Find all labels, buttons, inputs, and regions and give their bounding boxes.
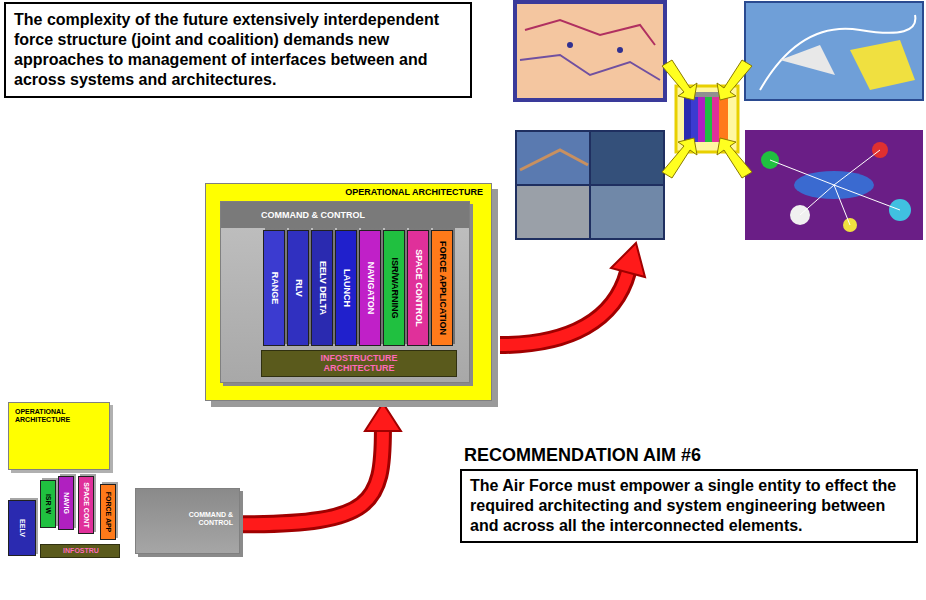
arrow-shaft	[242, 429, 383, 524]
slab-label: SPACE CONT	[82, 482, 90, 527]
network-image	[745, 130, 923, 240]
mission-slab: ISR W	[40, 480, 56, 528]
pointer-arrows	[662, 60, 752, 178]
slab-label: EELV	[18, 519, 26, 537]
flow-arrow	[242, 403, 401, 524]
statement-box: The complexity of the future extensively…	[4, 2, 472, 98]
map-image	[515, 2, 665, 100]
slab-label: ISR/WARNING	[389, 257, 399, 318]
recommendation-heading: RECOMMENDATION AIM #6	[460, 444, 918, 469]
recommendation-text: The Air Force must empower a single enti…	[460, 469, 918, 543]
infostructure-label: INFOSTRU	[43, 547, 119, 555]
box-title: COMMAND & CONTROL	[181, 511, 233, 527]
mission-slab: NAVIG	[58, 476, 74, 530]
mission-slab: EELV	[8, 500, 36, 556]
slab-label: FORCE APPLICATION	[437, 241, 447, 335]
box-title: COMMAND & CONTROL	[261, 210, 365, 220]
command-control-box: COMMAND & CONTROL RANGE RLV EELV DELTA LAUNC…	[220, 201, 470, 383]
box-title: OPERATIONAL ARCHITECTURE	[345, 187, 483, 197]
mission-slab: FORCE APPLICATION	[431, 230, 453, 346]
architecture-box: OPERATIONAL ARCHITECTURE	[8, 402, 110, 470]
arrow-outline	[242, 429, 383, 524]
mission-slab: NAVIGATON	[359, 230, 381, 346]
mission-slab: SPACE CONTROL	[407, 230, 429, 346]
slab-label: LAUNCH	[341, 269, 351, 307]
arrow-head	[365, 403, 401, 431]
flow-arrow	[500, 243, 645, 345]
slab-label: SPACE CONTROL	[413, 249, 423, 326]
mission-slab: FORCE APP	[100, 484, 116, 540]
slab-label: ISR W	[44, 494, 52, 514]
mission-slab: LAUNCH	[335, 230, 357, 346]
command-control-box: COMMAND & CONTROL	[135, 488, 240, 554]
infostructure-bar: INFOSTRUCTURE ARCHITECTURE	[261, 350, 457, 377]
slab-label: EELV DELTA	[317, 261, 327, 315]
statement-text: The complexity of the future extensively…	[14, 10, 462, 90]
mission-slab: RLV	[287, 230, 309, 346]
mission-slab: EELV DELTA	[311, 230, 333, 346]
slab-label: RLV	[293, 279, 303, 296]
map-image	[745, 2, 923, 100]
slab-label: FORCE APP	[104, 492, 112, 533]
slab-label: NAVIGATON	[365, 262, 375, 315]
terrain-image	[515, 130, 665, 240]
mission-slab: SPACE CONT	[78, 476, 94, 534]
mission-slab: RANGE	[263, 230, 285, 346]
infostructure-bar: INFOSTRU	[40, 544, 120, 558]
architecture-box: OPERATIONAL ARCHITECTURE COMMAND & CONTRO…	[205, 183, 492, 401]
box-title: OPERATIONAL ARCHITECTURE	[15, 408, 87, 424]
mission-slab: ISR/WARNING	[383, 230, 405, 346]
slab-label: NAVIG	[62, 492, 70, 514]
recommendation-box: RECOMMENDATION AIM #6The Air Force must …	[460, 444, 918, 543]
slab-label: RANGE	[269, 272, 279, 305]
infostructure-label: INFOSTRUCTURE ARCHITECTURE	[304, 353, 414, 374]
